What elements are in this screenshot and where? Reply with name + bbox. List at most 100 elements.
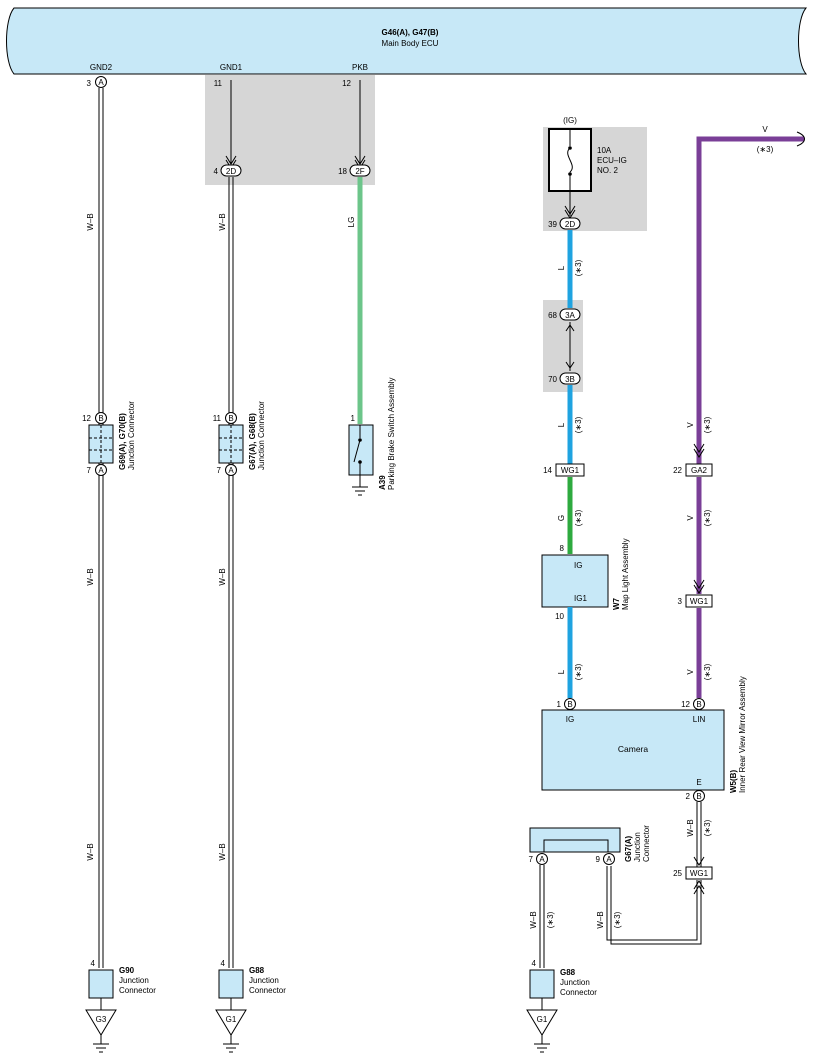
connector-wg1-v — [685, 594, 713, 608]
svg-text:Junction: Junction — [249, 976, 279, 985]
svg-text:G90: G90 — [119, 966, 135, 975]
connector-2d-fuse — [559, 217, 581, 230]
svg-text:G1: G1 — [537, 1015, 548, 1024]
junction-connector-g88-left: 4 G88 Junction Connector — [218, 959, 286, 999]
junction-connector-g67: A A 7 9 G67(A) Junction Connector — [529, 825, 651, 865]
svg-text:(∗3): (∗3) — [703, 416, 712, 433]
connector-label: A — [98, 78, 104, 87]
junction-name: Junction Connector — [127, 401, 136, 470]
svg-text:14: 14 — [543, 466, 552, 475]
svg-text:10A: 10A — [597, 146, 612, 155]
svg-text:(∗3): (∗3) — [703, 819, 712, 836]
svg-text:A39: A39 — [378, 475, 387, 490]
svg-text:V: V — [686, 422, 695, 428]
svg-text:7: 7 — [87, 466, 92, 475]
svg-text:G88: G88 — [560, 968, 576, 977]
svg-text:A: A — [539, 855, 545, 864]
svg-text:Connector: Connector — [642, 825, 651, 862]
svg-text:IG: IG — [574, 561, 582, 570]
junction-connector-g90: 4 G90 Junction Connector — [88, 959, 156, 999]
svg-text:1: 1 — [351, 414, 356, 423]
svg-text:NO. 2: NO. 2 — [597, 166, 618, 175]
connector-ga2 — [685, 463, 713, 477]
svg-text:Junction: Junction — [560, 978, 590, 987]
svg-text:E: E — [696, 778, 701, 787]
svg-text:Junction: Junction — [633, 832, 642, 862]
svg-text:2D: 2D — [226, 167, 236, 176]
svg-text:2: 2 — [686, 792, 691, 801]
svg-text:(∗3): (∗3) — [703, 509, 712, 526]
svg-text:18: 18 — [338, 167, 347, 176]
svg-text:W–B: W–B — [529, 911, 538, 928]
ecu-name: Main Body ECU — [382, 39, 439, 48]
svg-text:8: 8 — [560, 544, 565, 553]
ground-symbol-icon — [352, 486, 368, 496]
svg-text:7: 7 — [217, 466, 222, 475]
svg-text:A: A — [228, 466, 234, 475]
svg-text:3A: 3A — [565, 311, 575, 320]
svg-text:10: 10 — [555, 612, 564, 621]
svg-text:4: 4 — [532, 959, 537, 968]
svg-text:7: 7 — [529, 855, 534, 864]
svg-text:25: 25 — [673, 869, 682, 878]
svg-text:3B: 3B — [565, 375, 575, 384]
svg-text:Inner Rear View Mirror Assembl: Inner Rear View Mirror Assembly — [738, 676, 747, 793]
svg-text:B: B — [696, 792, 701, 801]
inner-rear-view-mirror-assembly: IG LIN Camera E W5(B) Inner Rear View Mi… — [541, 676, 747, 793]
svg-text:39: 39 — [548, 220, 557, 229]
svg-text:V: V — [686, 515, 695, 521]
svg-text:Connector: Connector — [560, 988, 597, 997]
svg-text:(IG): (IG) — [563, 116, 577, 125]
svg-text:IG1: IG1 — [574, 594, 587, 603]
svg-text:2F: 2F — [355, 167, 364, 176]
junction-code: G69(A), G70(B) — [118, 413, 127, 470]
junction-connector-g88-right: 4 G88 Junction Connector — [529, 959, 597, 999]
svg-text:W–B: W–B — [218, 568, 227, 585]
svg-text:12: 12 — [82, 414, 91, 423]
wire-wb — [539, 865, 545, 968]
svg-text:IG: IG — [566, 715, 574, 724]
connector-a — [95, 76, 107, 88]
svg-text:W–B: W–B — [686, 819, 695, 836]
svg-text:4: 4 — [221, 959, 226, 968]
svg-text:WG1: WG1 — [690, 597, 709, 606]
camera-label: Camera — [618, 744, 649, 754]
svg-text:(∗3): (∗3) — [574, 509, 583, 526]
svg-text:G1: G1 — [226, 1015, 237, 1024]
svg-text:(∗3): (∗3) — [574, 663, 583, 680]
svg-text:(∗3): (∗3) — [574, 259, 583, 276]
wire-wb — [696, 802, 702, 867]
svg-text:12: 12 — [342, 79, 351, 88]
svg-text:9: 9 — [596, 855, 601, 864]
svg-text:W–B: W–B — [218, 213, 227, 230]
svg-text:G67(A), G68(B): G67(A), G68(B) — [248, 413, 257, 470]
svg-text:70: 70 — [548, 375, 557, 384]
svg-text:A: A — [606, 855, 612, 864]
pin-num: 11 — [214, 79, 223, 88]
svg-text:W–B: W–B — [596, 911, 605, 928]
svg-text:A: A — [98, 466, 104, 475]
svg-text:Connector: Connector — [119, 986, 156, 995]
wire-color-label: W–B — [86, 213, 95, 230]
map-light-assembly: 8 IG IG1 10 W7 Map Light Assembly — [541, 538, 630, 621]
svg-text:W7: W7 — [612, 597, 621, 610]
svg-text:Parking Brake Switch Assembly: Parking Brake Switch Assembly — [387, 378, 396, 491]
junction-connector-g69-g70: B A 12 7 G69(A), G70(B) Junction Connect… — [82, 401, 136, 476]
svg-text:2D: 2D — [565, 220, 575, 229]
svg-text:W5(B): W5(B) — [729, 770, 738, 793]
wire-v — [696, 136, 804, 464]
parking-brake-switch: 1 A39 Parking Brake Switch Assembly — [348, 378, 396, 491]
svg-text:12: 12 — [681, 700, 690, 709]
svg-text:G3: G3 — [96, 1015, 107, 1024]
pin-label-pkb: PKB — [352, 63, 368, 72]
pin-num: 3 — [87, 79, 92, 88]
svg-text:G88: G88 — [249, 966, 265, 975]
svg-text:3: 3 — [678, 597, 683, 606]
connector-2d — [220, 164, 242, 177]
connector-3b — [559, 372, 581, 385]
svg-text:WG1: WG1 — [690, 869, 709, 878]
svg-text:4: 4 — [214, 167, 219, 176]
svg-text:(∗3): (∗3) — [703, 663, 712, 680]
svg-text:L: L — [557, 265, 566, 270]
